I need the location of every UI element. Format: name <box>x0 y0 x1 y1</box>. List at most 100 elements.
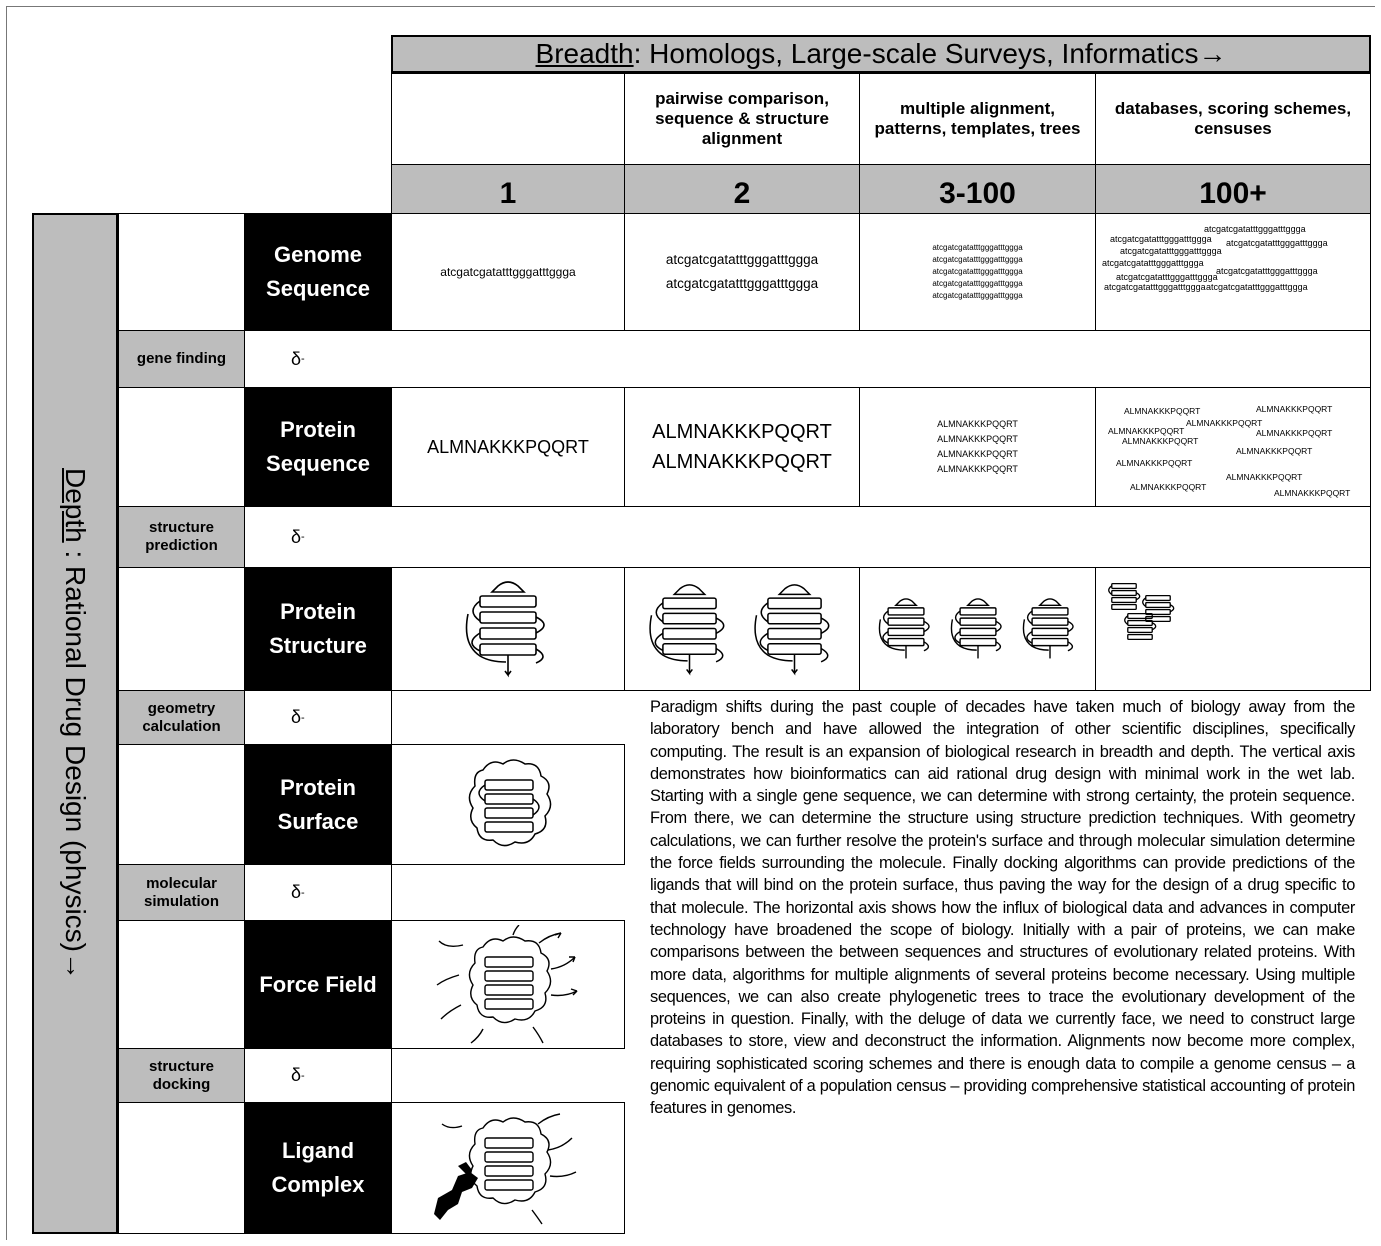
dna-sequence: atcgatcgatatttgggatttggga <box>440 265 576 279</box>
step-geometry-calculation: geometry calculation <box>118 690 245 745</box>
structure-col3 <box>859 567 1096 691</box>
protein-sequence-text: ALMNAKKKPQQRT <box>1108 426 1185 436</box>
ligand-complex-icon <box>434 1113 577 1225</box>
protein-sequence-text: ALMNAKKKPQQRT <box>1124 406 1201 416</box>
protein-sequence-text: ALMNAKKKPQQRT <box>1122 436 1199 446</box>
delta-symbol: δ <box>291 1065 302 1085</box>
protein-sequence-text: ALMNAKKKPQQRT <box>937 464 1018 474</box>
delta-superscript: - <box>301 1069 305 1082</box>
row-label-protein-structure: Protein Structure <box>244 567 392 691</box>
depth-axis-header: Depth : Rational Drug Design (physics)→ <box>32 213 118 1234</box>
protein-sequence-text: ALMNAKKKPQQRT <box>937 449 1018 459</box>
dna-sequence: atcgatcgatatttgggatttggga <box>932 243 1023 252</box>
force-field-icon <box>436 924 578 1044</box>
breadth-axis-header: Breadth: Homologs, Large-scale Surveys, … <box>391 35 1371 73</box>
row-label-protein-sequence: Protein Sequence <box>244 387 392 507</box>
protein-sequence-text: ALMNAKKKPQQRT <box>652 421 832 443</box>
depth-label-rest: : Rational Drug Design (physics)→ <box>60 542 91 980</box>
forcefield-col1 <box>391 920 625 1049</box>
protein-sequence-text: ALMNAKKKPQQRT <box>1116 458 1193 468</box>
delta-symbol: δ <box>291 526 302 547</box>
step-structure-docking: structure docking <box>118 1048 245 1103</box>
dna-sequence: atcgatcgatatttgggatttggga <box>932 255 1023 264</box>
step-gene-finding: gene finding <box>118 330 245 388</box>
genome-col2: atcgatcgatatttgggatttggga atcgatcgatattt… <box>624 213 860 331</box>
protein-seq-col3: ALMNAKKKPQQRT ALMNAKKKPQQRT ALMNAKKKPQQR… <box>859 387 1096 507</box>
dna-sequence: atcgatcgatatttgggatttggga <box>1104 282 1206 292</box>
delta-gene-finding: δ- <box>244 330 1371 388</box>
dna-sequence: atcgatcgatatttgggatttggga <box>932 267 1023 276</box>
dna-sequence: atcgatcgatatttgggatttggga <box>932 279 1023 288</box>
protein-sequence-text: ALMNAKKKPQQRT <box>1186 418 1263 428</box>
row-label-ligand-complex: Ligand Complex <box>244 1102 392 1234</box>
protein-structure-icon <box>878 598 930 659</box>
protein-sequence-text: ALMNAKKKPQQRT <box>937 434 1018 444</box>
breadth-label-rest: : Homologs, Large-scale Surveys, Informa… <box>633 38 1227 69</box>
delta-symbol: δ <box>291 348 302 369</box>
breadth-label: Breadth <box>535 38 634 69</box>
row-spacer <box>118 920 245 1049</box>
dna-sequence: atcgatcgatatttgggatttggga <box>1102 258 1204 268</box>
dna-sequence: atcgatcgatatttgggatttggga <box>1120 246 1222 256</box>
protein-structure-icon <box>1124 612 1157 640</box>
protein-sequence-text: ALMNAKKKPQQRT <box>1274 488 1351 498</box>
protein-sequence-text: ALMNAKKKPQQRT <box>1130 482 1207 492</box>
frame-top-line <box>6 6 1375 7</box>
structure-col4 <box>1095 567 1371 691</box>
dna-sequence: atcgatcgatatttgggatttggga <box>932 291 1023 300</box>
dna-sequence: atcgatcgatatttgggatttggga <box>1216 266 1318 276</box>
protein-sequence-text: ALMNAKKKPQQRT <box>937 419 1018 429</box>
genome-col4: atcgatcgatatttgggatttggga atcgatcgatattt… <box>1095 213 1371 331</box>
delta-superscript: - <box>301 711 305 724</box>
frame-left-line <box>6 6 7 1240</box>
ligand-col1 <box>391 1102 625 1234</box>
row-label-genome: Genome Sequence <box>244 213 392 331</box>
protein-seq-col4: ALMNAKKKPQQRT ALMNAKKKPQQRT ALMNAKKKPQQR… <box>1095 387 1371 507</box>
dna-sequence: atcgatcgatatttgggatttggga <box>1204 224 1306 234</box>
column-3-count: 3-100 <box>859 164 1096 214</box>
protein-sequence-text: ALMNAKKKPQQRT <box>427 436 589 457</box>
column-1-desc <box>391 73 625 165</box>
protein-sequence-text: ALMNAKKKPQQRT <box>1256 428 1333 438</box>
row-spacer <box>118 387 245 507</box>
column-4-count: 100+ <box>1095 164 1371 214</box>
protein-structure-icon <box>950 598 1002 659</box>
structure-col2 <box>624 567 860 691</box>
column-2-count: 2 <box>624 164 860 214</box>
protein-structure-icon <box>1022 598 1074 659</box>
dna-sequence: atcgatcgatatttgggatttggga <box>665 252 819 267</box>
column-3-desc: multiple alignment, patterns, templates,… <box>859 73 1096 165</box>
column-4-desc: databases, scoring schemes, censuses <box>1095 73 1371 165</box>
row-label-protein-surface: Protein Surface <box>244 744 392 865</box>
genome-col3: atcgatcgatatttgggatttggga atcgatcgatattt… <box>859 213 1096 331</box>
surface-col1 <box>391 744 625 865</box>
protein-sequence-text: ALMNAKKKPQQRT <box>652 451 832 473</box>
protein-seq-col2: ALMNAKKKPQQRT ALMNAKKKPQQRT <box>624 387 860 507</box>
protein-structure-icon <box>1108 582 1141 610</box>
protein-surface-icon <box>468 758 552 846</box>
delta-superscript: - <box>301 531 305 543</box>
protein-structure-icon <box>465 581 545 678</box>
protein-sequence-text: ALMNAKKKPQQRT <box>1236 446 1313 456</box>
row-spacer <box>118 567 245 691</box>
column-1-count: 1 <box>391 164 625 214</box>
protein-structure-icon <box>1142 594 1175 622</box>
delta-geometry-calculation: δ- <box>244 690 392 745</box>
delta-molecular-simulation: δ- <box>244 864 392 921</box>
protein-seq-col1: ALMNAKKKPQQRT <box>391 387 625 507</box>
delta-symbol: δ <box>291 707 302 727</box>
step-molecular-simulation: molecular simulation <box>118 864 245 921</box>
protein-sequence-text: ALMNAKKKPQQRT <box>1256 404 1333 414</box>
delta-structure-docking: δ- <box>244 1048 392 1103</box>
step-structure-prediction: structure prediction <box>118 506 245 568</box>
protein-sequence-text: ALMNAKKKPQQRT <box>1226 472 1303 482</box>
dna-sequence: atcgatcgatatttgggatttggga <box>1226 238 1328 248</box>
row-spacer <box>118 744 245 865</box>
description-paragraph: Paradigm shifts during the past couple o… <box>650 698 1355 1118</box>
delta-structure-prediction: δ- <box>244 506 1371 568</box>
dna-sequence: atcgatcgatatttgggatttggga <box>665 276 819 291</box>
delta-superscript: - <box>301 353 305 365</box>
structure-col1 <box>391 567 625 691</box>
genome-col1: atcgatcgatatttgggatttggga <box>391 213 625 331</box>
delta-superscript: - <box>301 886 305 899</box>
